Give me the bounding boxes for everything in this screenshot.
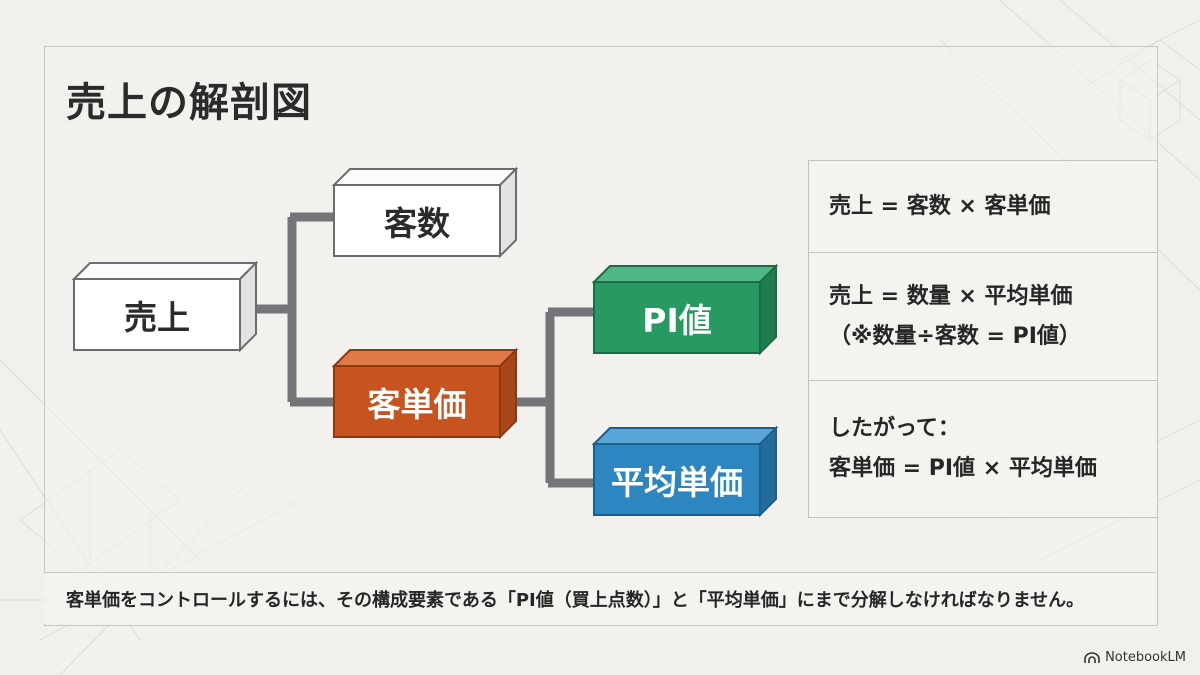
connector-unit-price-to-pi-and-avg-price	[500, 307, 594, 488]
node-customers-label: 客数	[384, 203, 450, 243]
equation-2-line-2: （※数量÷客数 = PI値）	[829, 323, 1081, 349]
equation-row-1: 売上 = 客数 × 客単価	[809, 161, 1157, 253]
equation-row-3: したがって： 客単価 = PI値 × 平均単価	[809, 381, 1157, 517]
notebooklm-logo-icon	[1084, 651, 1100, 663]
equation-row-2: 売上 = 数量 × 平均単価 （※数量÷客数 = PI値）	[809, 253, 1157, 381]
brand-watermark: NotebookLM	[1084, 650, 1186, 665]
node-sales-label: 売上	[124, 297, 190, 337]
node-avg-price-box	[591, 425, 779, 518]
connector-sales-to-customers-and-unit-price	[240, 212, 334, 407]
equation-panel: 売上 = 客数 × 客単価 売上 = 数量 × 平均単価 （※数量÷客数 = P…	[808, 160, 1158, 518]
node-unit-price-label: 客単価	[367, 384, 467, 424]
node-customers-box	[331, 166, 519, 259]
page-title: 売上の解剖図	[66, 80, 312, 126]
node-avg-price-label: 平均単価	[611, 462, 743, 502]
equation-3-line-2: 客単価 = PI値 × 平均単価	[829, 456, 1097, 481]
equation-3-line-1: したがって：	[829, 416, 960, 441]
node-pi-box	[591, 263, 779, 356]
brand-name: NotebookLM	[1105, 650, 1186, 665]
equation-2-line-1: 売上 = 数量 × 平均単価	[829, 283, 1073, 309]
node-pi-label: PI値	[642, 300, 712, 340]
equation-1: 売上 = 客数 × 客単価	[829, 193, 1051, 219]
node-sales-box	[71, 260, 259, 353]
footer-note: 客単価をコントロールするには、その構成要素である「PI値（買上点数）」と「平均単…	[44, 572, 1156, 624]
connector-sales-branch	[240, 212, 594, 488]
node-unit-price-box	[331, 347, 519, 440]
footer-text: 客単価をコントロールするには、その構成要素である「PI値（買上点数）」と「平均単…	[66, 589, 1085, 611]
